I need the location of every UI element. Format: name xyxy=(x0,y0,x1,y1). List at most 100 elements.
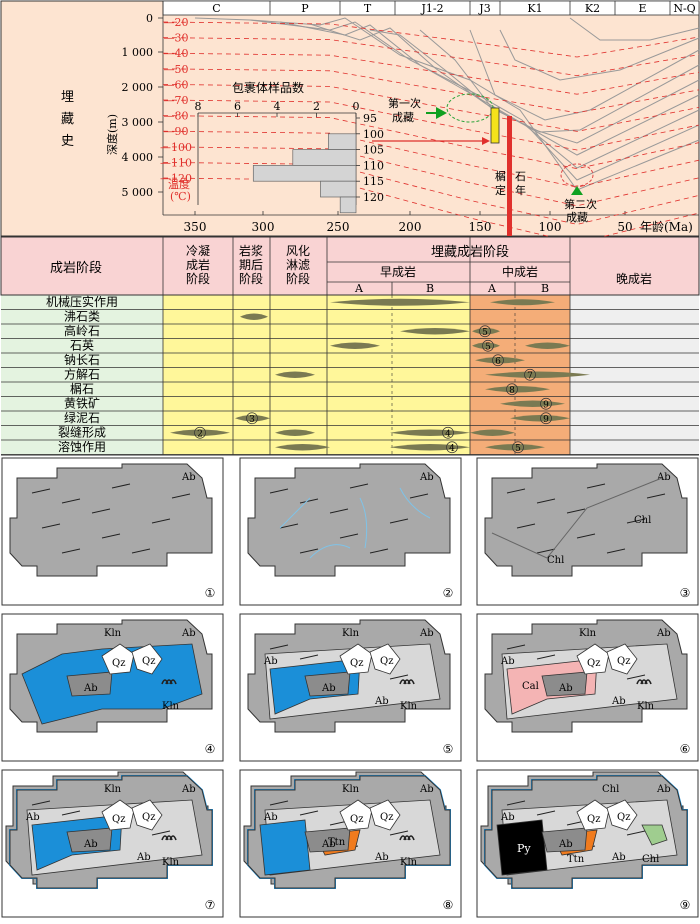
albite-twin-line xyxy=(61,810,81,816)
hist-bar xyxy=(252,165,357,182)
svg-text:第二次: 第二次 xyxy=(564,197,597,211)
fracture xyxy=(279,497,311,529)
albite-twin-line xyxy=(606,548,626,554)
albite-twin-line xyxy=(61,548,81,554)
row-label: 榍石 xyxy=(70,381,94,396)
row-label: 溶蚀作用 xyxy=(58,439,106,454)
burial-curves xyxy=(194,17,700,191)
age-tick-label: 100 xyxy=(539,220,562,234)
quartz-grain xyxy=(101,643,135,675)
depth-tick-label: 1 000 xyxy=(122,46,154,59)
column-header: 成岩 xyxy=(186,257,210,272)
albite-twin-line xyxy=(586,483,606,489)
stage-marker-circle xyxy=(512,441,524,454)
period-label: N-Q xyxy=(673,2,695,15)
quartz-grain xyxy=(606,643,638,675)
row-label: 石英 xyxy=(70,339,94,353)
kaolinite-booklet xyxy=(169,679,177,685)
fracture xyxy=(359,497,368,549)
mineral-label: Ab xyxy=(181,628,196,639)
mineral-label: Ab xyxy=(500,812,515,823)
mineral-label: Py xyxy=(517,842,531,855)
column-header: 风化 xyxy=(286,244,310,258)
isotherm-line xyxy=(162,162,700,225)
mineral-label: Qz xyxy=(587,814,600,825)
mineral-label: Ab xyxy=(181,784,196,795)
row-label: 钠长石 xyxy=(64,352,100,367)
mineral-label: Ab xyxy=(263,656,278,667)
stage-marker-circle xyxy=(442,426,454,439)
stage-header: 成岩阶段 xyxy=(50,261,102,276)
hist-x-tick: 0 xyxy=(353,100,360,113)
albite-twin-line xyxy=(299,810,319,816)
albite-twin-line xyxy=(506,644,526,650)
isotherm-line xyxy=(162,99,700,151)
isotherm-line xyxy=(162,21,700,58)
period-label: C xyxy=(212,2,220,15)
stage-marker-circle xyxy=(479,325,491,338)
hist-y-tick: 100 xyxy=(363,128,384,141)
albite-remnant xyxy=(304,671,351,697)
albite-twin-line xyxy=(269,644,289,650)
kaolinite-booklet xyxy=(403,835,411,841)
kaolinite-booklet xyxy=(161,835,169,841)
stage-marker: 3 xyxy=(249,415,255,425)
isotherm-line xyxy=(162,115,700,170)
mineral-label: Ab xyxy=(500,656,515,667)
burial-curve xyxy=(469,29,700,121)
mineral-label: Ab xyxy=(656,472,671,483)
albite-remnant xyxy=(304,827,351,853)
mineral-label: Kln xyxy=(342,784,360,795)
burial-curve xyxy=(569,17,700,41)
burial-curve xyxy=(309,23,700,156)
svg-text:藏: 藏 xyxy=(61,112,74,127)
albite-twin-line xyxy=(61,498,81,504)
burial-curve xyxy=(499,29,700,81)
albite-remnant xyxy=(541,827,588,853)
mineral-label: Qz xyxy=(142,812,155,823)
mineral-label: Ttn xyxy=(567,854,585,865)
mineral-label: Kln xyxy=(400,701,418,712)
table-grid xyxy=(1,237,699,456)
albite-remnant xyxy=(66,671,113,697)
process-lens xyxy=(330,298,470,306)
process-lens xyxy=(472,328,500,335)
mineral-label: Ab xyxy=(611,696,626,707)
albite-twin-line xyxy=(626,830,646,836)
quartz-grain xyxy=(339,643,373,675)
mineral-label: Ab xyxy=(558,683,573,694)
stage-marker-circle xyxy=(524,368,536,381)
albite-twin-line xyxy=(516,523,536,529)
albite-twin-line xyxy=(626,518,646,524)
mineral-label: Cal xyxy=(522,681,539,692)
mineral-label: Qz xyxy=(617,656,630,667)
panel-number: ⑦ xyxy=(205,898,216,912)
kaolinite-booklet xyxy=(640,679,648,685)
mineral-label: Ab xyxy=(419,472,434,483)
mineral-label: Ttn xyxy=(328,837,346,848)
process-lens xyxy=(275,444,330,451)
mineral-label: Qz xyxy=(350,658,363,669)
quartz-grain xyxy=(576,799,610,831)
panel-number: ① xyxy=(205,586,216,600)
mineral-label: Ab xyxy=(136,852,151,863)
panel-number: ② xyxy=(443,586,454,600)
albite-twin-line xyxy=(299,654,319,660)
mineral-label: Kln xyxy=(637,701,655,712)
burial-side-title: 埋 藏 史 xyxy=(61,90,74,149)
stage-marker-circle xyxy=(540,397,552,410)
isotherm-line xyxy=(162,68,700,114)
hist-x-tick: 2 xyxy=(313,100,320,113)
process-lens xyxy=(400,328,470,335)
albite-twin-line xyxy=(279,523,299,529)
process-lens xyxy=(485,371,590,378)
pyrite xyxy=(496,819,548,876)
mineral-label: Ab xyxy=(83,839,98,850)
mineral-label: Qz xyxy=(350,814,363,825)
